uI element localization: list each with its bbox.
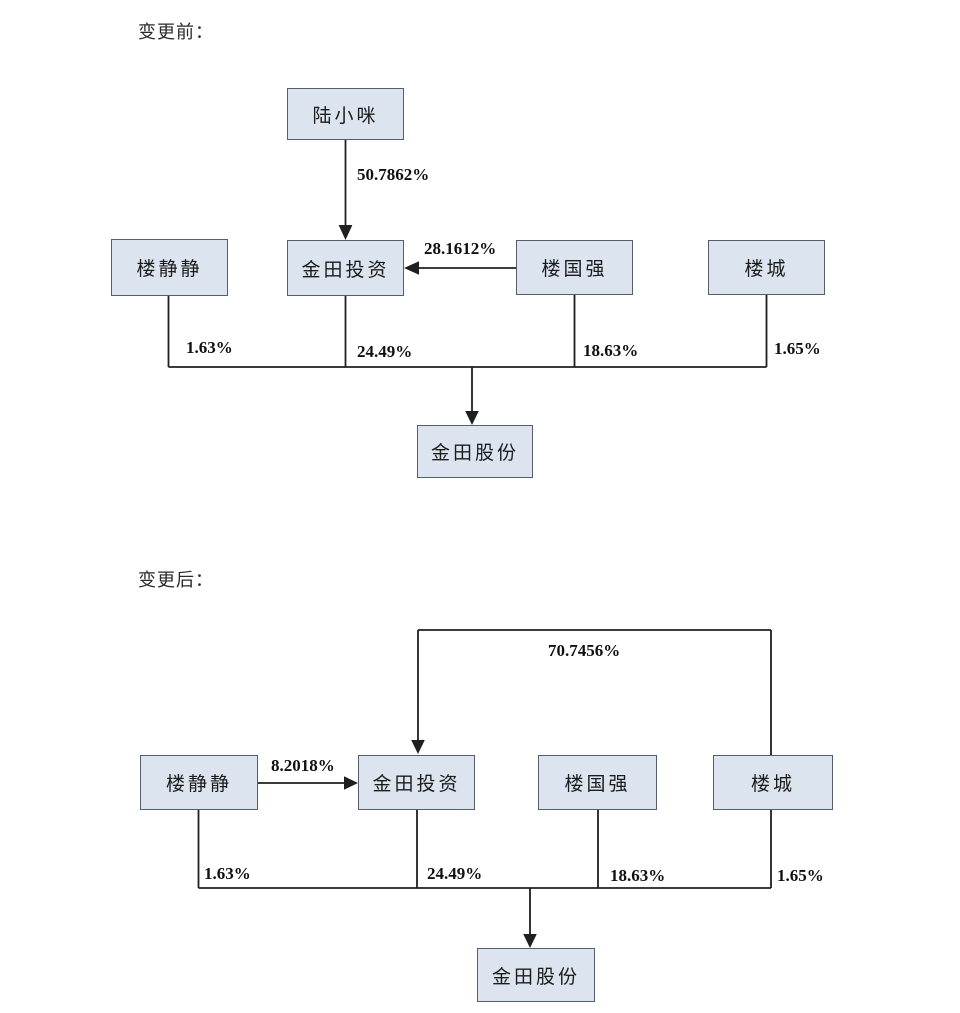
after-label-investment-to-shares: 24.49% <box>427 864 483 883</box>
before-section-label: 变更前： <box>138 22 214 42</box>
before-label-lu-to-investment: 50.7862% <box>357 165 430 184</box>
before-node-jintian-shares: 金田股份 <box>417 425 533 478</box>
after-connectors <box>197 629 772 948</box>
arrow-down-icon <box>523 934 537 948</box>
before-label-guoqiang-to-shares: 18.63% <box>583 341 639 360</box>
after-label-guoqiang-to-shares: 18.63% <box>610 866 666 885</box>
before-label-jingjing-to-shares: 1.63% <box>186 338 233 357</box>
before-label-guoqiang-to-investment: 28.1612% <box>424 239 497 258</box>
after-label-jingjing-to-shares: 1.63% <box>204 864 251 883</box>
before-node-lu-xiaomi: 陆小咪 <box>287 88 404 140</box>
arrow-down-icon <box>465 411 479 425</box>
before-connectors <box>167 140 768 425</box>
after-node-jintian-shares: 金田股份 <box>477 948 595 1002</box>
before-label-cheng-to-shares: 1.65% <box>774 339 821 358</box>
after-node-lou-jingjing: 楼静静 <box>140 755 258 810</box>
before-label-investment-to-shares: 24.49% <box>357 342 413 361</box>
arrow-down-icon <box>411 740 425 754</box>
after-section-label: 变更后： <box>138 570 214 590</box>
after-node-lou-cheng: 楼城 <box>713 755 833 810</box>
after-node-jintian-investment: 金田投资 <box>358 755 475 810</box>
after-label-cheng-to-shares: 1.65% <box>777 866 824 885</box>
before-node-lou-guoqiang: 楼国强 <box>516 240 633 295</box>
after-label-cheng-to-investment: 70.7456% <box>548 641 621 660</box>
before-node-lou-jingjing: 楼静静 <box>111 239 228 296</box>
after-label-jingjing-to-investment: 8.2018% <box>271 756 335 775</box>
before-node-lou-cheng: 楼城 <box>708 240 825 295</box>
after-node-lou-guoqiang: 楼国强 <box>538 755 657 810</box>
arrow-down-icon <box>338 225 353 240</box>
arrow-right-icon <box>344 776 358 790</box>
arrow-left-icon <box>404 261 419 275</box>
before-node-jintian-investment: 金田投资 <box>287 240 404 296</box>
